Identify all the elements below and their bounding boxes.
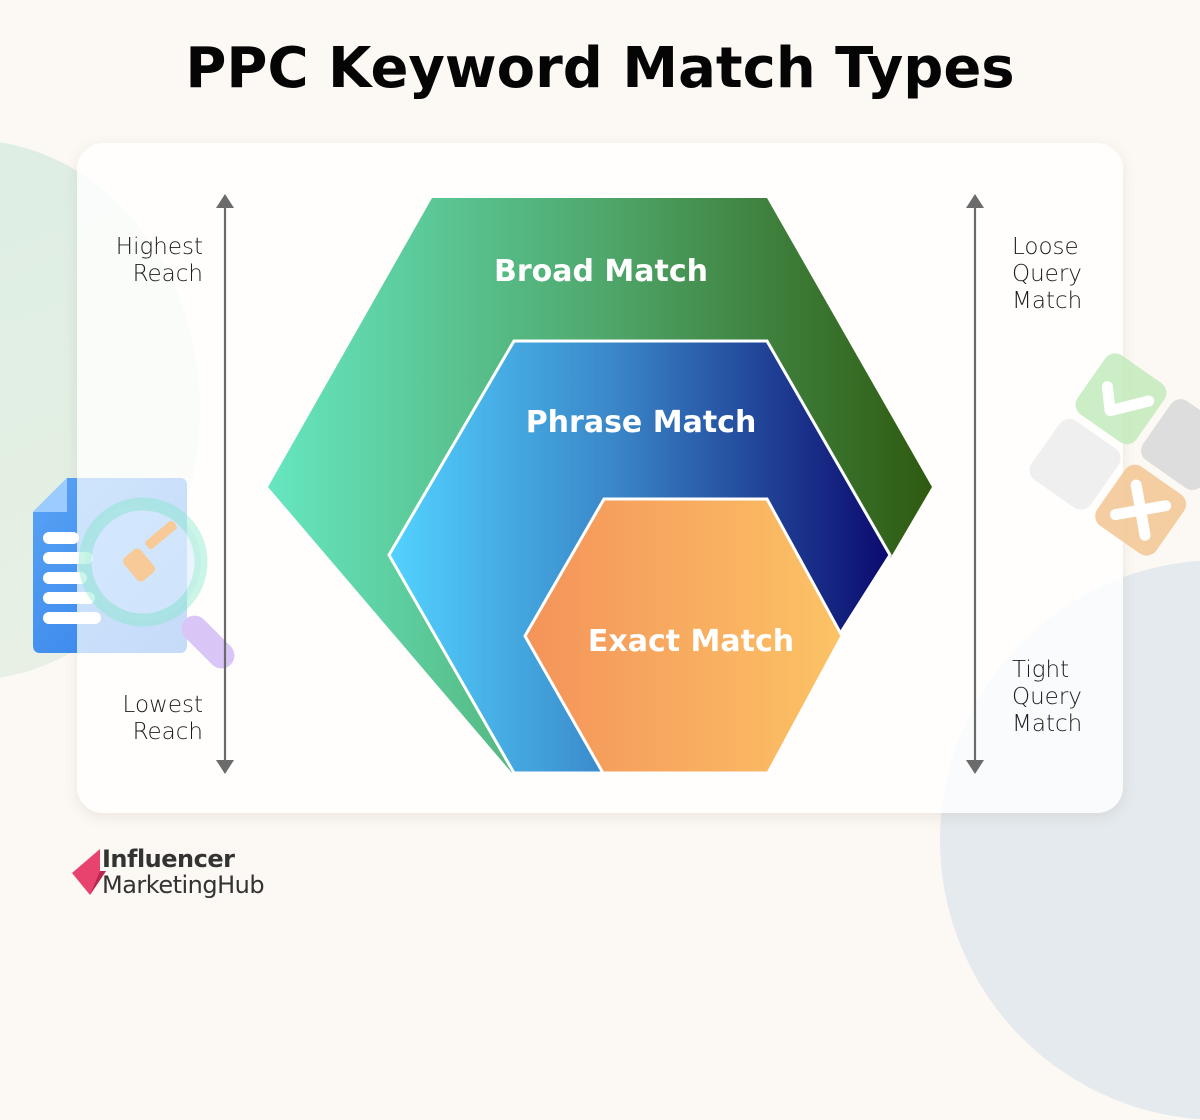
brand-line1: Influencer: [102, 845, 235, 873]
brand-line2: MarketingHub: [102, 871, 265, 899]
lowest-reach-label: Lowest Reach: [122, 692, 203, 745]
highest-reach-label: Highest Reach: [115, 234, 203, 287]
diagram-card: [77, 143, 1123, 813]
influencer-marketing-hub-logo: Influencer MarketingHub: [72, 845, 332, 905]
brand-diamond-icon: [72, 849, 106, 895]
tight-query-match-label: Tight Query Match: [1012, 657, 1083, 737]
loose-query-match-label: Loose Query Match: [1012, 234, 1083, 314]
page-title: PPC Keyword Match Types: [185, 36, 1015, 101]
